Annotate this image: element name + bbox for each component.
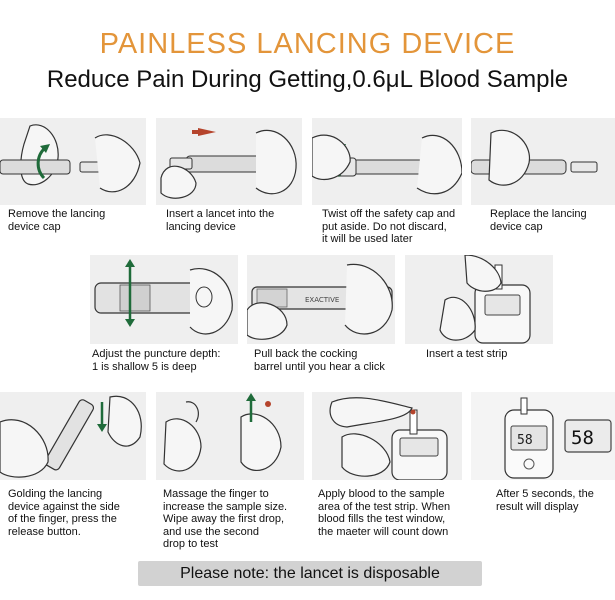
step-4-image [471,118,615,205]
step-9-caption: Massage the finger to increase the sampl… [163,488,288,550]
step-7-caption: Insert a test strip [426,348,508,360]
step-2-image [156,118,302,205]
apply-blood-icon [329,397,448,480]
step-8-caption: Golding the lancing device against the s… [8,488,120,538]
cocking-barrel-icon: EXACTIVE [247,263,393,340]
step-6-caption: Pull back the cocking barrel until you h… [254,348,385,373]
device-label: EXACTIVE [305,296,339,304]
step-9-image [156,392,304,480]
step-11-image: 58 58 [471,392,615,480]
step-7-image [405,255,553,344]
disposable-note: Please note: the lancet is disposable [138,561,482,586]
massage-finger-icon [163,393,282,472]
depth-dial-icon [94,259,233,335]
step-4-caption: Replace the lancing device cap [490,208,587,233]
step-10-caption: Apply blood to the sample area of the te… [318,488,451,538]
step-6-image: EXACTIVE [247,255,395,344]
step-11-caption: After 5 seconds, the result will display [496,488,594,513]
step-8-image [0,392,146,480]
step-1-image [0,118,146,205]
hand-twist-cap-icon [312,134,462,195]
step-3-caption: Twist off the safety cap and put aside. … [322,208,456,245]
hand-insert-lancet-icon [160,128,297,199]
meter-small-reading: 58 [517,433,533,448]
step-3-image [312,118,462,205]
hand-remove-cap-icon [0,124,141,193]
press-release-icon [0,395,142,478]
step-5-image [90,255,238,344]
page-title: PAINLESS LANCING DEVICE [99,28,516,60]
step-10-image [312,392,462,480]
step-2-caption: Insert a lancet into the lancing device [166,208,275,233]
step-5-caption: Adjust the puncture depth: 1 is shallow … [92,348,221,373]
meter-large-reading: 58 [571,427,594,449]
insert-strip-icon [439,255,531,344]
page-subtitle: Reduce Pain During Getting,0.6μL Blood S… [46,66,569,93]
hand-replace-cap-icon [471,129,598,186]
meter-result-icon: 58 58 [504,397,612,479]
step-1-caption: Remove the lancing device cap [8,208,106,233]
